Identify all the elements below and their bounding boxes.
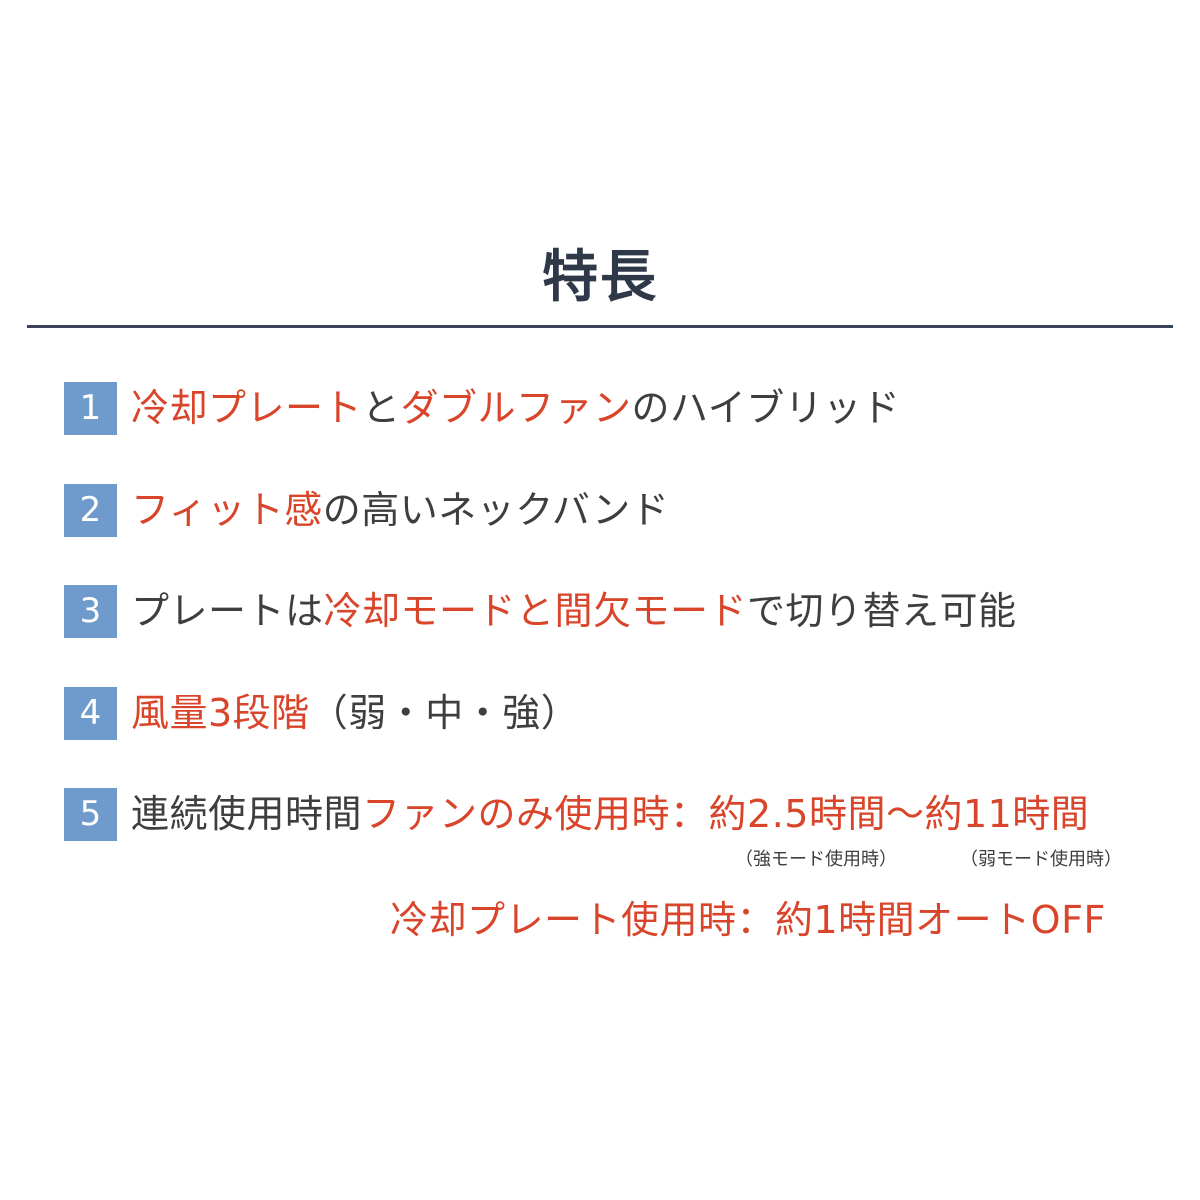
weak-mode-note: （弱モード使用時） — [960, 849, 1122, 870]
feature-highlight: 冷却モードと間欠モード — [323, 589, 748, 633]
feature-text: プレートは冷却モードと間欠モードで切り替え可能 — [131, 585, 1017, 637]
page-title: 特長 — [542, 245, 658, 310]
strong-mode-note: （強モード使用時） — [735, 849, 897, 870]
feature-text: フィット感の高いネックバンド — [131, 484, 669, 536]
feature-highlight: 風量3段階 — [131, 691, 310, 735]
feature-item-3: 3 プレートは冷却モードと間欠モードで切り替え可能 — [64, 584, 1017, 638]
feature-highlight: ファンのみ使用時：約2.5時間〜約11時間 — [362, 792, 1090, 836]
feature-plain: と — [362, 386, 401, 430]
feature-number-badge: 4 — [64, 686, 117, 740]
feature-highlight: ダブルファン — [400, 386, 632, 430]
feature-item-1: 1 冷却プレートとダブルファンのハイブリッド — [64, 381, 900, 435]
feature-text: 冷却プレートとダブルファンのハイブリッド — [131, 382, 900, 434]
feature-plain: プレートは — [131, 589, 324, 633]
feature-number-badge: 5 — [64, 787, 117, 841]
feature-plain: 連続使用時間 — [131, 792, 363, 836]
feature-item-4: 4 風量3段階（弱・中・強） — [64, 686, 579, 740]
feature-item-5: 5 連続使用時間ファンのみ使用時：約2.5時間〜約11時間 — [64, 787, 1089, 841]
feature-text: 連続使用時間ファンのみ使用時：約2.5時間〜約11時間 — [131, 788, 1089, 840]
feature-number-badge: 2 — [64, 483, 117, 537]
feature-highlight: 冷却プレート — [131, 386, 363, 430]
feature-text: 風量3段階（弱・中・強） — [131, 687, 579, 739]
feature-item-2: 2 フィット感の高いネックバンド — [64, 483, 669, 537]
feature-number-badge: 3 — [64, 584, 117, 638]
feature-number-badge: 1 — [64, 381, 117, 435]
feature-highlight: フィット感 — [131, 488, 323, 532]
title-divider — [27, 325, 1173, 328]
plate-usage-time: 冷却プレート使用時：約1時間オートOFF — [390, 898, 1106, 942]
feature-plain: のハイブリッド — [631, 386, 901, 430]
feature-plain: （弱・中・強） — [309, 691, 580, 735]
feature-plain: で切り替え可能 — [747, 589, 1017, 633]
feature-plain: の高いネックバンド — [322, 488, 670, 532]
